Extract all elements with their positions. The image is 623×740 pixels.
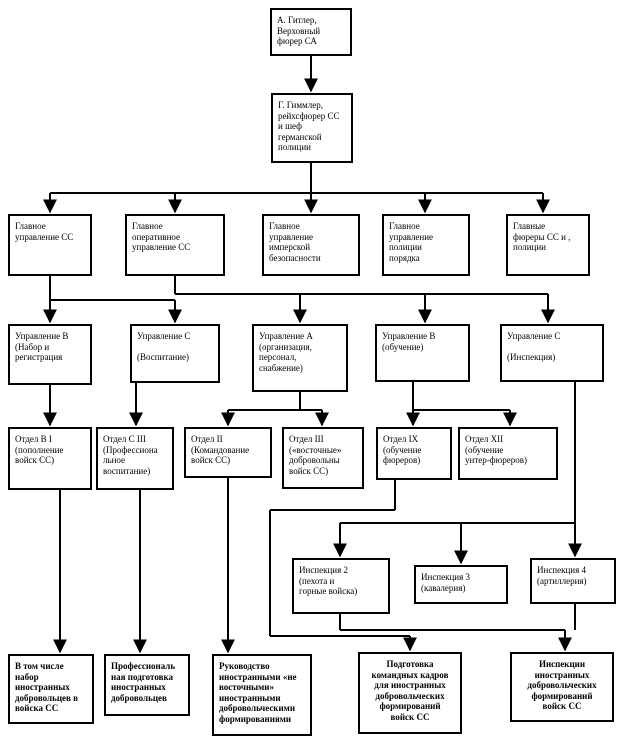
node-admin-a: Управление А (организация, персонал, сна…	[252, 324, 348, 392]
node-dept-12-label: Отдел XII (обучение унтер-фюреров)	[465, 434, 528, 466]
node-admin-b-right: Управление В (обучение)	[375, 324, 470, 382]
node-dept-c3-label: Отдел С III (Профессиона льное воспитани…	[103, 434, 158, 476]
node-dept-3-label: Отдел III («восточные» добровольны войск…	[289, 434, 342, 476]
node-bottom-1: В том числе набор иностранных добровольц…	[8, 654, 94, 724]
node-main-oper-label: Главное оперативное управление СС	[132, 221, 191, 253]
node-dept-2-label: Отдел II (Командование войск СС)	[191, 434, 250, 466]
node-admin-b-right-label: Управление В (обучение)	[382, 331, 436, 352]
node-insp-4: Инспекция 4 (артиллерия)	[530, 558, 616, 604]
node-imperial-security: Главное управление имперской безопасност…	[262, 214, 360, 276]
node-dept-c3: Отдел С III (Профессиона льное воспитани…	[96, 427, 174, 490]
node-insp-3-label: Инспекция 3 (кавалерия)	[421, 572, 471, 593]
node-main-admin: Главное управление СС	[8, 214, 92, 276]
node-hitler-label: А. Гитлер, Верховный фюрер СА	[277, 15, 321, 47]
node-admin-b-left-label: Управление В (Набор и регистрация	[15, 331, 69, 363]
node-dept-9: Отдел IX (обучение фюреров)	[376, 427, 452, 480]
node-order-police: Главное управление полиции порядка	[382, 214, 470, 276]
node-bottom-5-label: Инспекции иностранных добровольческих фо…	[527, 659, 597, 712]
node-himmler: Г. Гиммлер, рейхсфюрер СС и шеф германск…	[271, 93, 353, 163]
node-admin-c-left-label: Управление С (Воспитание)	[137, 331, 191, 363]
node-order-police-label: Главное управление полиции порядка	[389, 221, 434, 263]
node-bottom-2-label: Профессиональ ная подготовка иностранных…	[111, 661, 176, 703]
node-dept-9-label: Отдел IX (обучение фюреров)	[383, 434, 422, 466]
node-bottom-3-label: Руководство иностранными «не восточными»…	[219, 661, 297, 725]
node-main-admin-label: Главное управление СС	[15, 221, 74, 242]
node-admin-a-label: Управление А (организация, персонал, сна…	[259, 331, 313, 373]
node-bottom-4-label: Подготовка командных кадров для иностран…	[371, 659, 449, 723]
node-chief-fuhrers-label: Главные фюреры СС и , полиции	[513, 221, 571, 253]
node-imperial-security-label: Главное управление имперской безопасност…	[269, 221, 321, 263]
node-admin-c-left: Управление С (Воспитание)	[130, 324, 220, 383]
node-admin-b-left: Управление В (Набор и регистрация	[8, 324, 92, 385]
node-dept-b1: Отдел В I (пополнение войск СС)	[8, 427, 92, 490]
node-bottom-1-label: В том числе набор иностранных добровольц…	[15, 661, 78, 714]
node-chief-fuhrers: Главные фюреры СС и , полиции	[506, 214, 590, 276]
node-dept-3: Отдел III («восточные» добровольны войск…	[282, 427, 364, 489]
node-bottom-2: Профессиональ ная подготовка иностранных…	[104, 654, 190, 716]
node-bottom-3: Руководство иностранными «не восточными»…	[212, 654, 312, 736]
node-bottom-5: Инспекции иностранных добровольческих фо…	[510, 652, 614, 722]
node-himmler-label: Г. Гиммлер, рейхсфюрер СС и шеф германск…	[278, 100, 340, 153]
node-dept-12: Отдел XII (обучение унтер-фюреров)	[458, 427, 558, 480]
node-hitler: А. Гитлер, Верховный фюрер СА	[270, 8, 352, 56]
node-main-oper: Главное оперативное управление СС	[125, 214, 225, 276]
node-admin-c-right-label: Управление С (Инспекция)	[507, 331, 561, 363]
node-insp-2: Инспекция 2 (пехота и горные войска)	[292, 558, 390, 614]
node-admin-c-right: Управление С (Инспекция)	[500, 324, 604, 382]
node-bottom-4: Подготовка командных кадров для иностран…	[358, 652, 462, 734]
node-insp-3: Инспекция 3 (кавалерия)	[414, 565, 508, 604]
node-dept-b1-label: Отдел В I (пополнение войск СС)	[15, 434, 64, 466]
node-dept-2: Отдел II (Командование войск СС)	[184, 427, 272, 478]
node-insp-4-label: Инспекция 4 (артиллерия)	[537, 565, 587, 586]
node-insp-2-label: Инспекция 2 (пехота и горные войска)	[299, 565, 358, 597]
